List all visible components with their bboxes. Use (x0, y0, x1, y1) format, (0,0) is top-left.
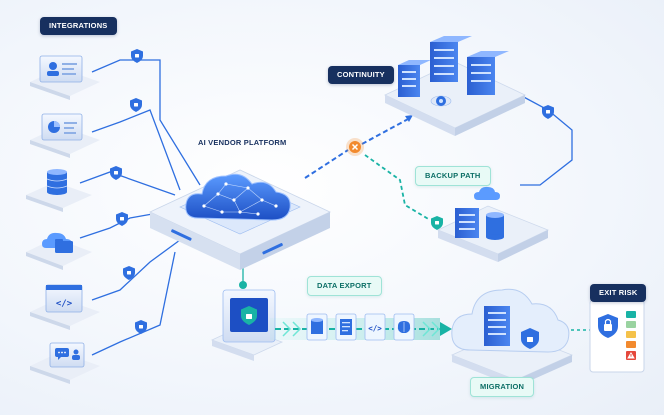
integration-connectors (79, 59, 201, 356)
risk-meter (626, 311, 636, 360)
risk-level-1 (626, 311, 636, 318)
continuity-label: CONTINUITY (328, 66, 394, 84)
integration-database (26, 169, 92, 212)
continuity-servers (384, 36, 526, 136)
integrations-label: INTEGRATIONS (40, 17, 117, 35)
export-packet-code: </> (364, 313, 386, 341)
gear-icon (430, 95, 452, 107)
integration-cloud-folder (26, 232, 92, 270)
server-tower-right (467, 51, 509, 95)
integration-code: </> (30, 284, 100, 330)
svg-text:</>: </> (368, 324, 382, 333)
export-source (210, 281, 284, 361)
integration-tiles: </> (26, 55, 100, 384)
export-stream: </> (270, 313, 452, 341)
risk-level-3 (626, 331, 636, 338)
integration-chat (30, 342, 100, 384)
shield-lock-icon (241, 306, 257, 325)
integration-dashboard (30, 113, 100, 158)
backup-node (437, 186, 549, 262)
database-icon (46, 169, 68, 195)
server-tower-center (430, 36, 472, 82)
integration-user-card (30, 55, 100, 100)
warning-icon (627, 352, 635, 359)
migration-node (450, 288, 574, 387)
connection-break-icon (346, 138, 364, 156)
user-card-icon (49, 62, 57, 70)
backup-link (364, 154, 431, 221)
code-window-icon: </> (56, 299, 73, 309)
cloud-folder-icon (42, 232, 73, 253)
exit-risk-panel (589, 299, 645, 373)
server-tower-left (398, 60, 431, 97)
padlock-icon (598, 314, 618, 338)
exit-risk-label: EXIT RISK (590, 284, 647, 302)
connector-shields (110, 49, 554, 334)
risk-level-4 (626, 341, 636, 348)
backup-path-label: BACKUP PATH (415, 166, 491, 186)
export-packet-ai-brain (393, 313, 415, 341)
database-icon (486, 212, 504, 240)
data-export-label: DATA EXPORT (307, 276, 382, 296)
shield-lock-icon (521, 328, 539, 349)
risk-level-2 (626, 321, 636, 328)
ai-vendor-platform (149, 169, 331, 270)
continuity-link (304, 115, 413, 179)
export-packet-database (306, 313, 328, 341)
migration-label: MIGRATION (470, 377, 535, 397)
export-packet-document (335, 313, 357, 341)
chat-users-icon (55, 348, 80, 360)
export-lock-node (239, 281, 247, 289)
platform-label: AI VENDOR PLATFORM (198, 138, 287, 147)
